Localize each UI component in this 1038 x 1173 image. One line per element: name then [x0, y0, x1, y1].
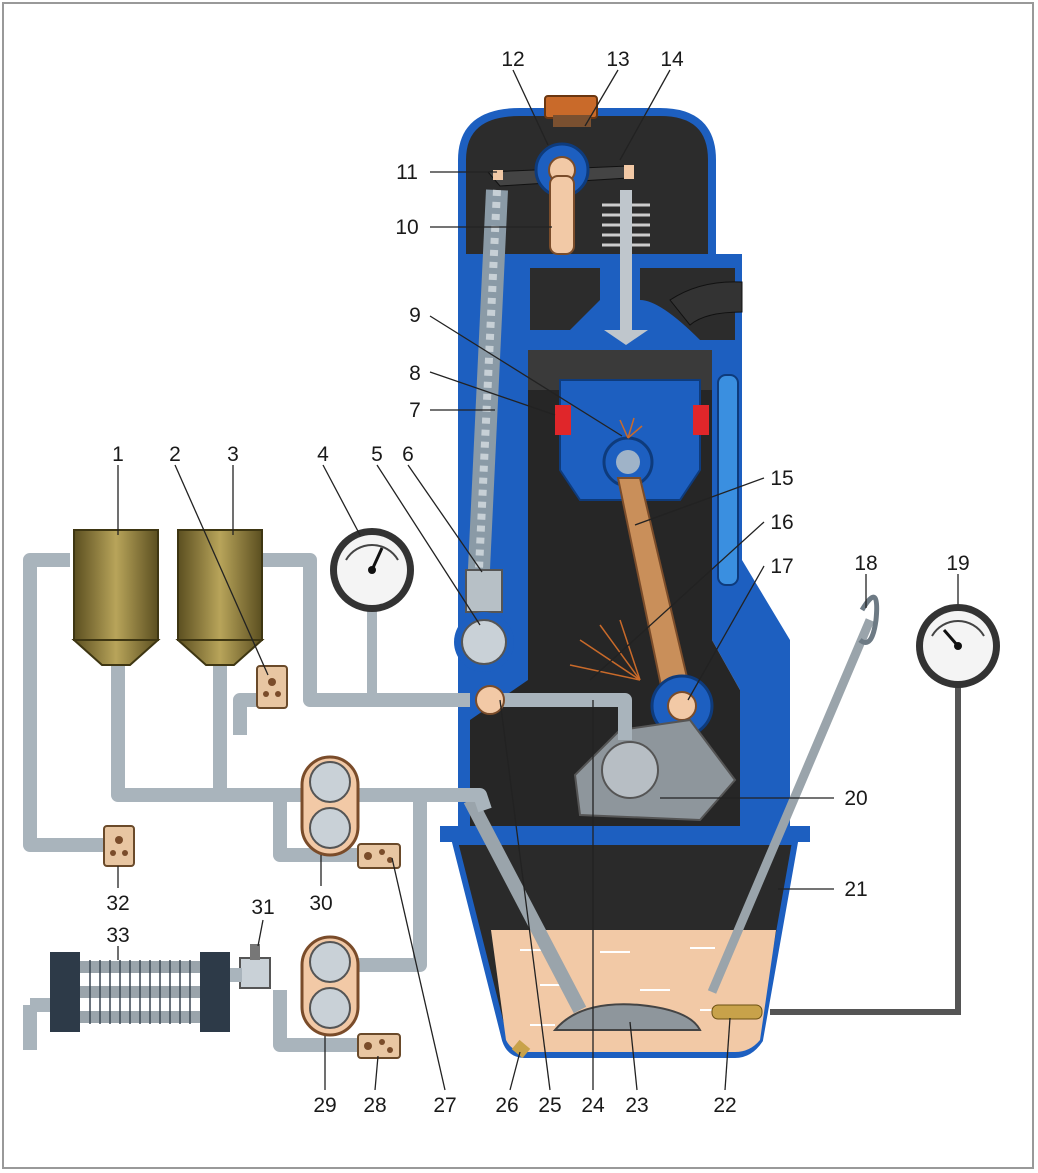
label-28: 28 — [363, 1094, 386, 1117]
label-31: 31 — [251, 896, 274, 919]
label-12: 12 — [501, 48, 524, 71]
label-22: 22 — [713, 1094, 736, 1117]
label-3: 3 — [227, 443, 239, 466]
oil-cooler-33 — [30, 952, 242, 1032]
valvetrain — [465, 95, 650, 613]
label-16: 16 — [770, 511, 793, 534]
label-17: 17 — [770, 555, 793, 578]
oil-filter-3 — [175, 529, 265, 666]
label-30: 30 — [309, 892, 332, 915]
label-6: 6 — [402, 443, 414, 466]
label-23: 23 — [625, 1094, 648, 1117]
label-11: 11 — [396, 161, 418, 184]
label-5: 5 — [371, 443, 383, 466]
oil-gallery-5 — [454, 612, 514, 715]
tap-31 — [239, 944, 271, 989]
oil-filter-1 — [71, 529, 161, 666]
label-20: 20 — [844, 787, 867, 810]
label-2: 2 — [169, 443, 181, 466]
label-13: 13 — [606, 48, 629, 71]
pump-30 — [300, 755, 360, 857]
label-15: 15 — [770, 467, 793, 490]
label-25: 25 — [538, 1094, 561, 1117]
label-27: 27 — [433, 1094, 456, 1117]
label-24: 24 — [581, 1094, 605, 1117]
valve-2 — [256, 665, 288, 709]
label-29: 29 — [313, 1094, 336, 1117]
label-18: 18 — [854, 552, 877, 575]
callout-labels: 1 2 3 4 5 6 7 8 9 10 11 12 13 14 15 16 1… — [106, 48, 969, 1117]
pump-29 — [300, 935, 360, 1037]
valve-27 — [357, 843, 401, 869]
label-8: 8 — [409, 362, 421, 385]
label-10: 10 — [395, 216, 418, 239]
label-4: 4 — [317, 443, 329, 466]
valve-32 — [103, 825, 135, 867]
label-33: 33 — [106, 924, 129, 947]
valve-28 — [357, 1033, 401, 1059]
label-21: 21 — [844, 878, 867, 901]
label-14: 14 — [660, 48, 684, 71]
label-1: 1 — [112, 443, 124, 466]
pressure-gauge-4 — [330, 528, 414, 700]
leader-lines — [117, 69, 959, 1091]
temperature-gauge-19 — [916, 604, 1000, 688]
label-7: 7 — [409, 399, 421, 422]
label-32: 32 — [106, 892, 129, 915]
label-9: 9 — [409, 304, 421, 327]
sensor-wire — [770, 650, 961, 1015]
label-19: 19 — [946, 552, 969, 575]
engine-block — [440, 108, 880, 1059]
label-26: 26 — [495, 1094, 518, 1117]
